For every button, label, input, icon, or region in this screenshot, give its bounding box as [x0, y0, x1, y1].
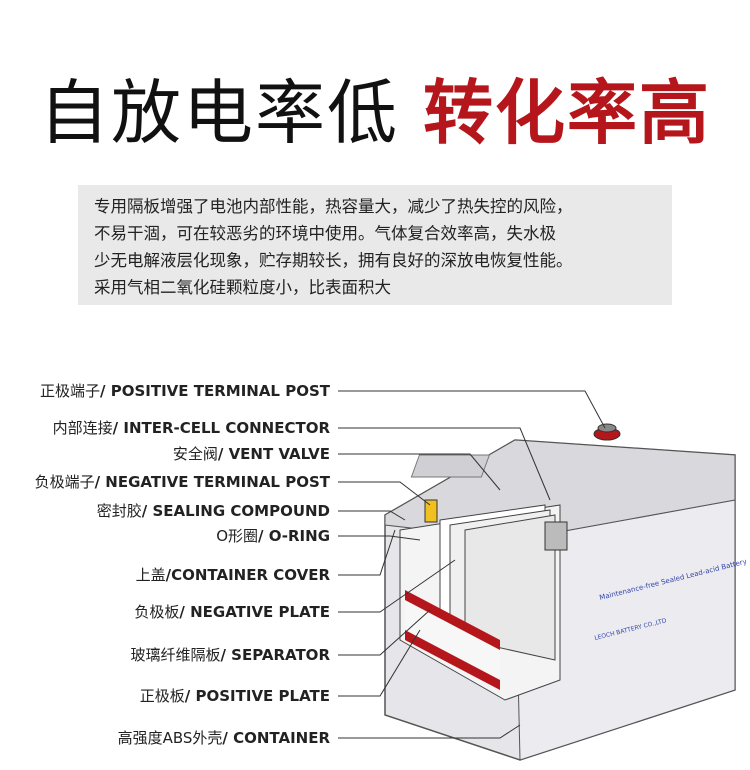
- headline: 自放电率低转化率高: [0, 68, 750, 158]
- label-o-ring: O形圈/ O-RING: [216, 527, 330, 545]
- label-inter-cell-connector: 内部连接/ INTER-CELL CONNECTOR: [52, 419, 330, 437]
- terminals: [424, 423, 621, 551]
- headline-part2: 转化率高: [423, 72, 711, 154]
- label-vent-valve: 安全阀/ VENT VALVE: [172, 445, 330, 463]
- leader-lines: [338, 390, 606, 739]
- label-container-cover: 上盖/CONTAINER COVER: [135, 566, 330, 584]
- separator: [405, 600, 500, 680]
- cover-recess: [410, 454, 491, 478]
- description-line: 专用隔板增强了电池内部性能，热容量大，减少了热失控的风险，: [94, 197, 573, 216]
- label-container: 高强度ABS外壳/ CONTAINER: [117, 729, 330, 747]
- description-line: 不易干涸，可在较恶劣的环境中使用。气体复合效率高，失水极: [94, 224, 556, 243]
- vent-valve: [424, 499, 438, 523]
- headline-part1: 自放电率低: [39, 72, 399, 154]
- description-line: 采用气相二氧化硅颗粒度小，比表面积大: [94, 278, 391, 297]
- label-positive-plate: 正极板/ POSITIVE PLATE: [139, 687, 330, 705]
- label-negative-terminal-post: 负极端子/ NEGATIVE TERMINAL POST: [34, 473, 330, 491]
- label-negative-plate: 负极板/ NEGATIVE PLATE: [134, 603, 330, 621]
- negative-terminal: [544, 521, 568, 551]
- description-line: 少无电解液层化现象，贮存期较长，拥有良好的深放电恢复性能。: [94, 251, 573, 270]
- plates: [439, 504, 556, 661]
- label-sealing-compound: 密封胶/ SEALING COMPOUND: [96, 502, 330, 520]
- description-box: 专用隔板增强了电池内部性能，热容量大，减少了热失控的风险， 不易干涸，可在较恶劣…: [78, 185, 672, 305]
- label-positive-terminal-post: 正极端子/ POSITIVE TERMINAL POST: [40, 382, 330, 400]
- label-separator: 玻璃纤维隔板/ SEPARATOR: [130, 646, 330, 664]
